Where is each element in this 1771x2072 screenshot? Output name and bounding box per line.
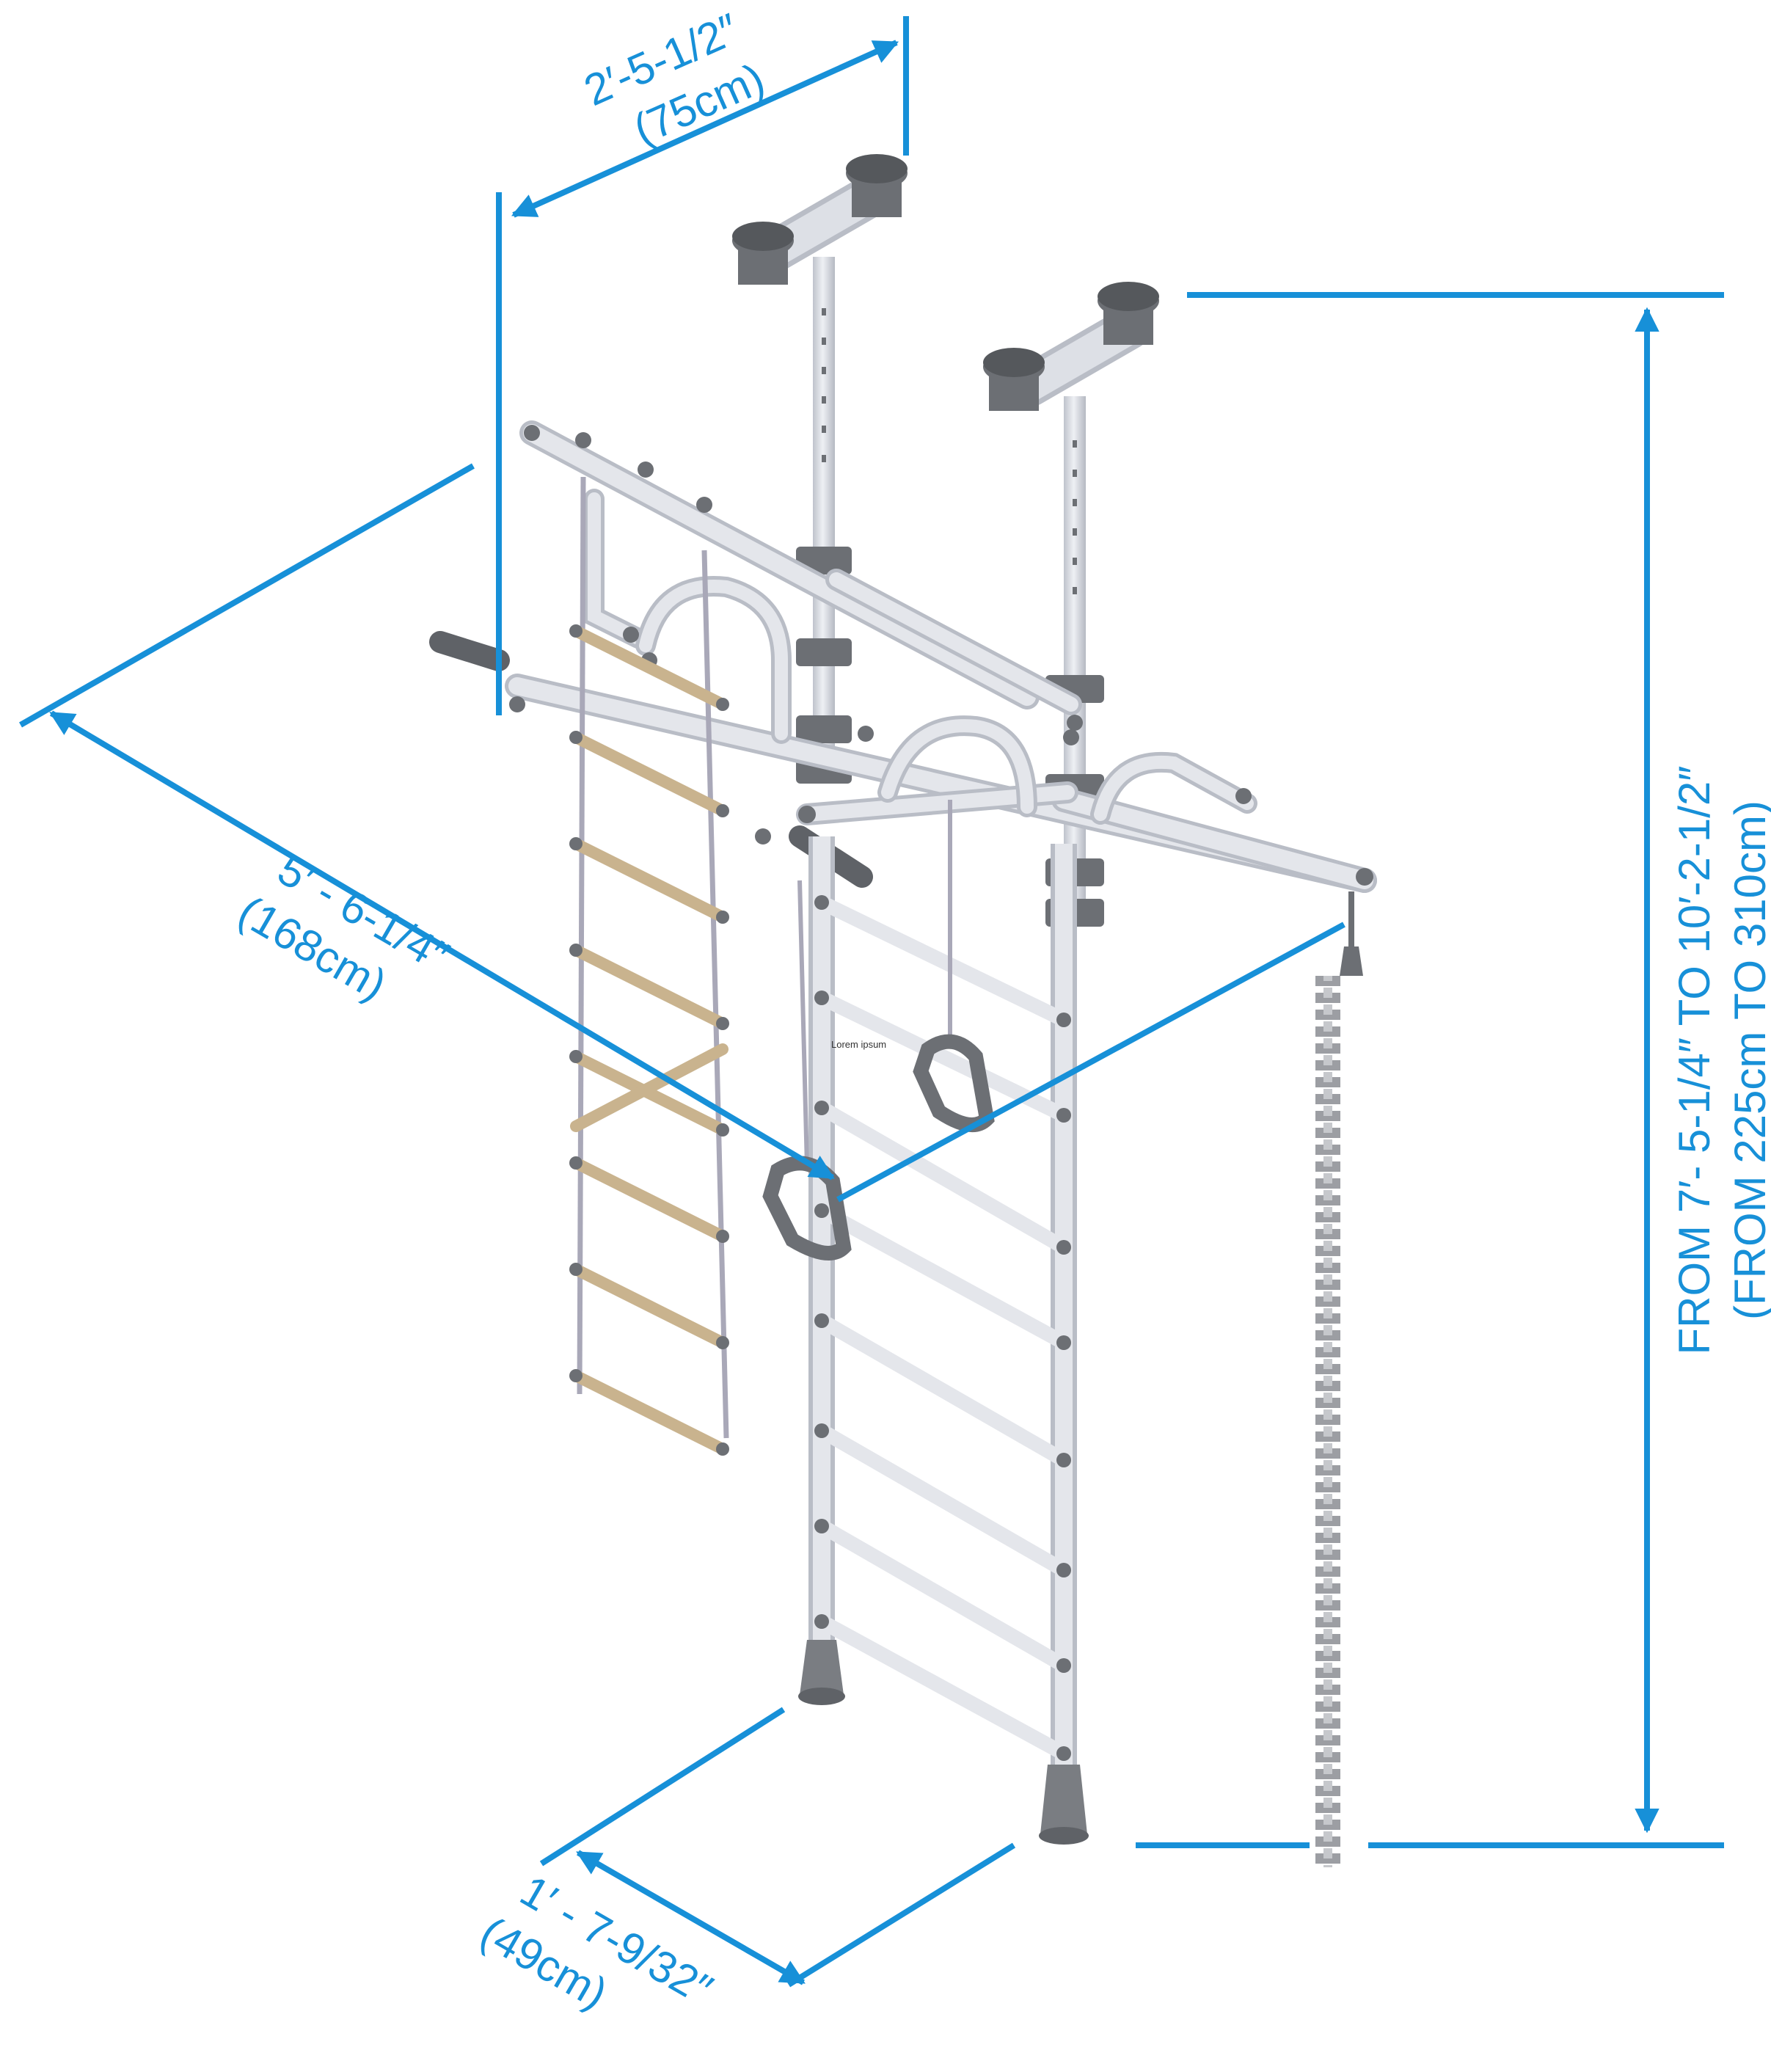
height-metric: (FROM 225cm TO 310cm): [1726, 800, 1771, 1320]
depth-label: 5′ - 6-1/4″ (168cm): [230, 845, 457, 1010]
top-width-arrow: [511, 40, 899, 218]
height-label: FROM 7′- 5-1/4″ TO 10′-2-1/2″ (FROM 225c…: [1670, 765, 1771, 1354]
ceiling-mounts: [732, 154, 1159, 411]
top-width-label: 2′-5-1/2″ (75cm): [577, 4, 771, 154]
base-width-label: 1′ - 7-9/32″ (49cm): [472, 1866, 720, 2018]
wall-bars-illustration: Lorem ipsum: [429, 154, 1377, 1867]
base-width-arrow: [576, 1850, 806, 1985]
dimension-lines: [19, 16, 1724, 1988]
depth-arrow: [49, 710, 835, 1181]
wall-bars-ladder: [798, 836, 1089, 1845]
depth-extension-left: [19, 463, 475, 728]
depth-extension-right: [836, 922, 1345, 1203]
base-width-extension-left: [539, 1707, 786, 1867]
dimension-labels: 2′-5-1/2″ (75cm) 5′ - 6-1/4″ (168cm) 1′ …: [230, 4, 1771, 2018]
climbing-rope: [1315, 891, 1363, 1867]
base-width-extension-right: [786, 1842, 1016, 1988]
height-imperial: FROM 7′- 5-1/4″ TO 10′-2-1/2″: [1670, 765, 1719, 1354]
placeholder-label: Lorem ipsum: [831, 1039, 886, 1050]
